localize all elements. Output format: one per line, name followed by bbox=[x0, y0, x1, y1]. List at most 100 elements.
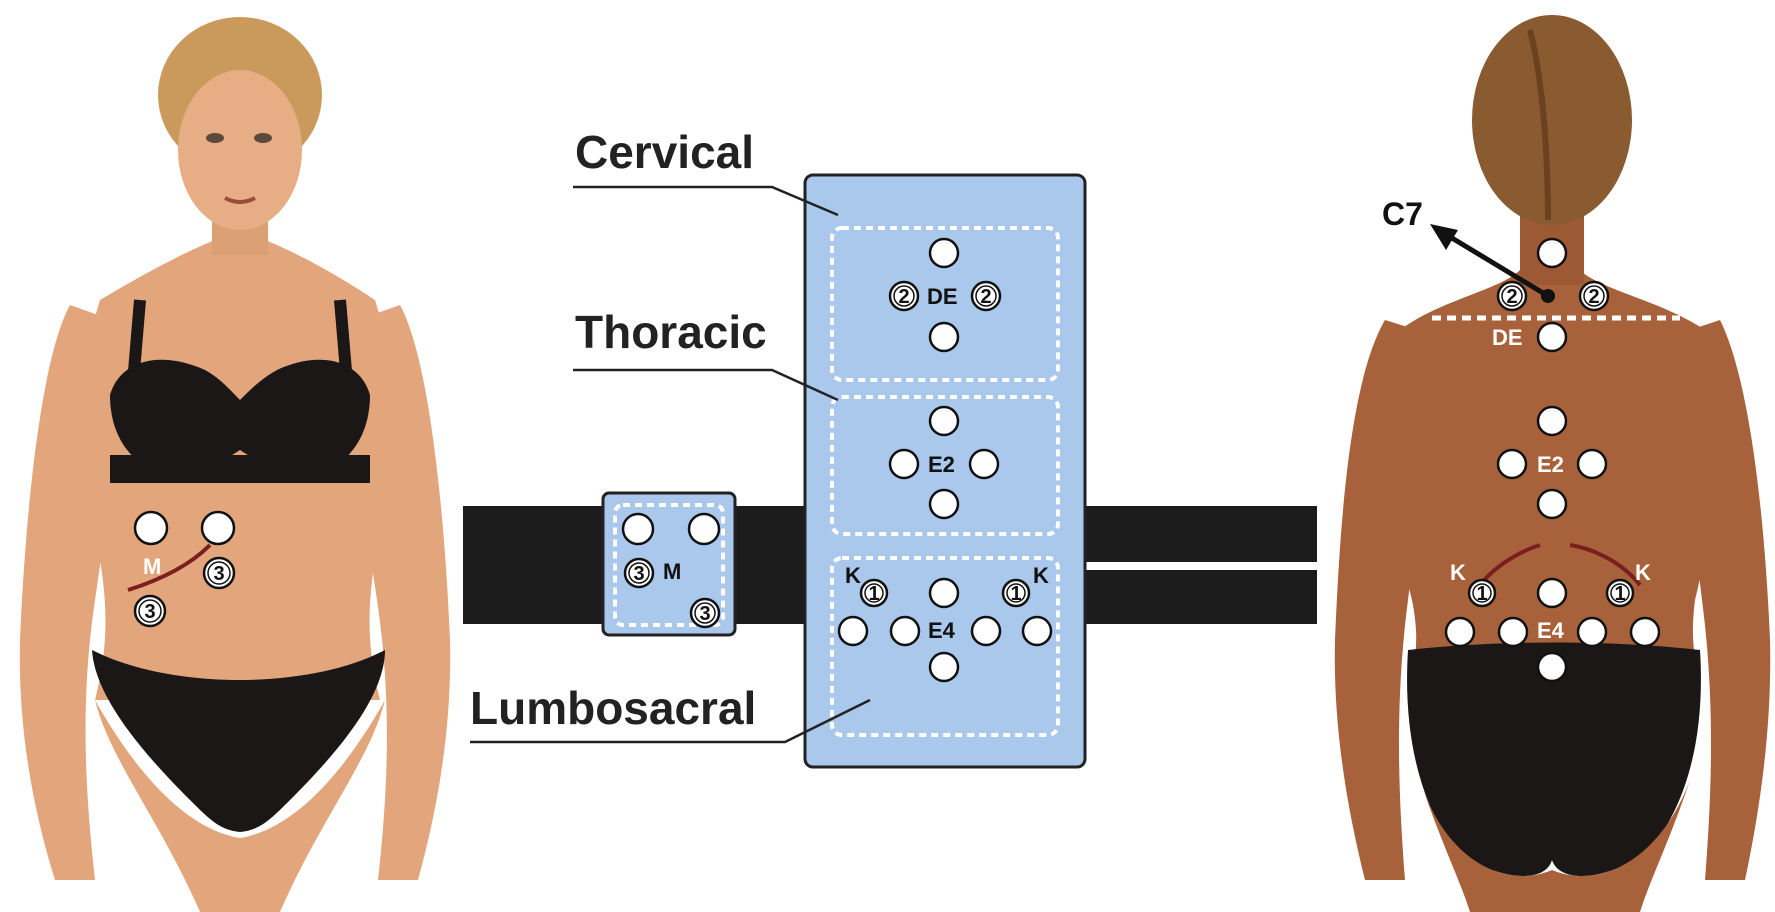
electrode-number: 3 bbox=[699, 603, 710, 625]
back-hair-bun bbox=[1527, 29, 1551, 221]
electrode-pad bbox=[1497, 616, 1529, 648]
electrode-ring bbox=[975, 285, 997, 307]
belt-right-top bbox=[1085, 506, 1317, 562]
electrode-pad bbox=[133, 510, 169, 546]
electrode-pad bbox=[621, 512, 655, 546]
front-bra-strap-left bbox=[126, 299, 146, 396]
front-view-figure bbox=[19, 17, 451, 912]
electrode-pad bbox=[1496, 448, 1528, 480]
c7-marker: C7 bbox=[1382, 196, 1680, 321]
electrode-number: 1 bbox=[1614, 583, 1625, 605]
back-hair bbox=[1472, 15, 1632, 225]
c7-label: C7 bbox=[1382, 196, 1423, 232]
back-legs bbox=[1420, 780, 1690, 912]
electrode-pad bbox=[687, 512, 721, 546]
m-panel-dashed bbox=[613, 503, 725, 627]
electrode-ring bbox=[1583, 285, 1605, 307]
electrode-pad bbox=[1021, 615, 1053, 647]
electrode-ring bbox=[893, 285, 915, 307]
electrode-number: 2 bbox=[898, 286, 909, 308]
back-de-code: DE bbox=[1492, 325, 1523, 350]
back-k-left-code: K bbox=[1450, 560, 1466, 585]
center-e2-code: E2 bbox=[928, 452, 955, 477]
electrode-pad bbox=[837, 615, 869, 647]
front-electrode-group: 33 bbox=[127, 510, 236, 628]
electrode-pad bbox=[928, 405, 960, 437]
back-curve-left bbox=[1478, 543, 1541, 587]
center-k-right-code: K bbox=[1033, 563, 1049, 588]
electrode-ring bbox=[694, 602, 716, 624]
c7-point bbox=[1541, 289, 1555, 303]
electrode-number: 2 bbox=[1506, 286, 1517, 308]
electrode-ring bbox=[864, 583, 884, 603]
c7-arrow-line bbox=[1440, 229, 1550, 299]
electrode-pad bbox=[1536, 321, 1568, 353]
electrode-ring bbox=[628, 562, 650, 584]
electrode-pad bbox=[1536, 651, 1568, 683]
electrode-pad bbox=[1576, 448, 1608, 480]
main-panel bbox=[803, 173, 1087, 769]
front-face bbox=[178, 70, 302, 230]
electrode-pad bbox=[889, 615, 921, 647]
electrode-pad bbox=[1536, 488, 1568, 520]
m-panel-code: M bbox=[663, 559, 681, 584]
front-curve bbox=[127, 543, 212, 592]
electrode-number: 2 bbox=[980, 286, 991, 308]
electrode-pad bbox=[1536, 577, 1568, 609]
back-e4-code: E4 bbox=[1537, 618, 1565, 643]
thoracic-label: Thoracic bbox=[575, 306, 767, 358]
electrode-number: 3 bbox=[213, 563, 224, 585]
electrode-ring bbox=[1610, 583, 1630, 603]
back-k-right-code: K bbox=[1635, 560, 1651, 585]
electrode-pad bbox=[970, 615, 1002, 647]
front-briefs bbox=[92, 650, 385, 832]
electrode-pad bbox=[1536, 405, 1568, 437]
thoracic-zone bbox=[830, 395, 1060, 536]
center-electrode-group: 2 2 1 1 3 3 bbox=[621, 237, 1053, 683]
electrode-pad bbox=[1629, 616, 1661, 648]
electrode-ring bbox=[1472, 583, 1492, 603]
electrode-pad bbox=[1536, 237, 1568, 269]
electrode-number: 1 bbox=[1010, 583, 1021, 605]
electrode-pad bbox=[888, 448, 920, 480]
electrode-pad bbox=[1576, 616, 1608, 648]
front-bra-strap-right bbox=[334, 299, 354, 396]
back-briefs bbox=[1407, 642, 1701, 877]
electrode-ring bbox=[138, 599, 162, 623]
electrode-pad bbox=[928, 651, 960, 683]
front-m-code: M bbox=[143, 554, 161, 579]
front-right-eye bbox=[254, 133, 272, 143]
electrode-ring bbox=[207, 561, 231, 585]
electrode-number: 3 bbox=[633, 563, 644, 585]
electrode-ring bbox=[1006, 583, 1026, 603]
electrode-number: 1 bbox=[1476, 583, 1487, 605]
lumbosacral-label: Lumbosacral bbox=[470, 682, 756, 734]
thoracic-leader bbox=[573, 368, 839, 402]
center-k-left-code: K bbox=[845, 563, 861, 588]
electrode-pad bbox=[928, 237, 960, 269]
back-view-figure bbox=[1334, 15, 1771, 912]
c7-arrow-head bbox=[1430, 224, 1458, 250]
front-legs bbox=[95, 700, 385, 912]
cervical-leader bbox=[573, 185, 839, 217]
electrode-pad bbox=[928, 321, 960, 353]
electrode-number: 2 bbox=[1588, 286, 1599, 308]
lumbosacral-zone bbox=[830, 556, 1060, 737]
cervical-zone bbox=[830, 226, 1060, 382]
center-de-code: DE bbox=[927, 284, 958, 309]
cervical-label: Cervical bbox=[575, 126, 754, 178]
belt-right-bottom bbox=[1085, 570, 1317, 624]
center-e4-code: E4 bbox=[928, 618, 956, 643]
front-mouth bbox=[224, 196, 256, 204]
electrode-number: 3 bbox=[144, 601, 155, 623]
back-e2-code: E2 bbox=[1537, 452, 1564, 477]
front-bra bbox=[110, 359, 370, 474]
front-left-eye bbox=[206, 133, 224, 143]
electrode-pad bbox=[1444, 616, 1476, 648]
electrode-pad bbox=[928, 488, 960, 520]
electrode-number: 1 bbox=[868, 583, 879, 605]
back-curve-right bbox=[1569, 543, 1642, 587]
electrode-pad bbox=[968, 448, 1000, 480]
electrode-pad bbox=[200, 510, 236, 546]
